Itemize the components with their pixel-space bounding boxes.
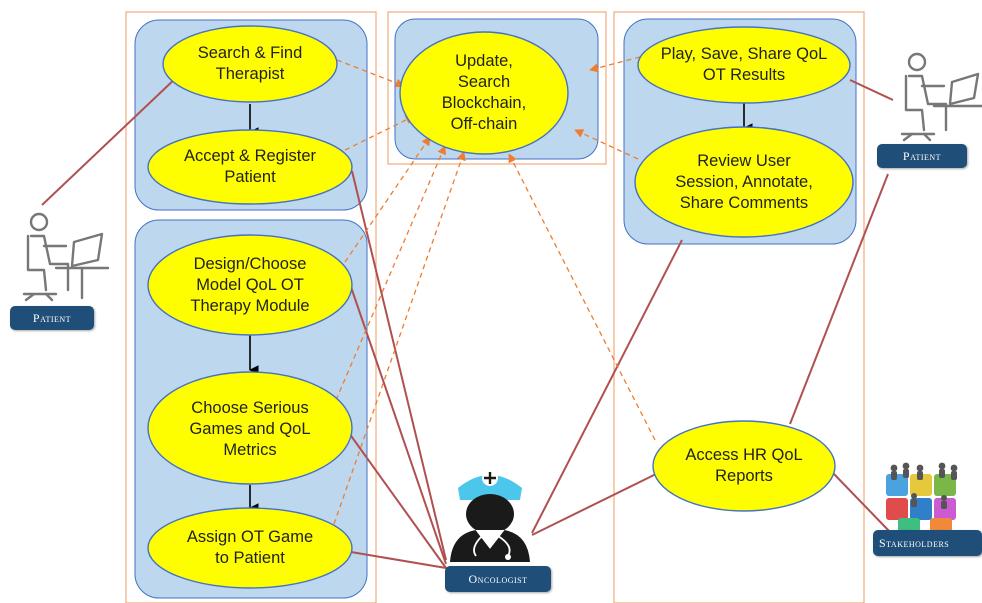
actor-oncologist-label: Oncologist bbox=[468, 571, 528, 586]
actor-stakeholders-label: Stakeholders bbox=[879, 535, 950, 550]
ellipse-accept-register[interactable] bbox=[147, 129, 353, 205]
dashed-games-update bbox=[335, 145, 446, 401]
ellipse-review-session[interactable] bbox=[634, 126, 854, 238]
use-case-search-find-therapist[interactable]: Search & Find Therapist bbox=[197, 44, 303, 83]
ellipse-update-blockchain[interactable] bbox=[399, 31, 569, 155]
connector-hr-patient-right bbox=[789, 173, 889, 425]
use-case-accept-register-patient[interactable]: Accept & Register Patient bbox=[183, 147, 317, 186]
person-at-computer-icon bbox=[900, 52, 982, 142]
connector-hr-oncologist bbox=[531, 473, 657, 536]
use-case-access-hr-reports[interactable]: Access HR QoL Reports bbox=[685, 446, 803, 485]
use-case-ellipses bbox=[147, 25, 854, 589]
connector-play-patient-right bbox=[849, 79, 894, 101]
lane-center bbox=[387, 11, 607, 165]
use-case-design-choose-module[interactable]: Design/Choose Model QoL OT Therapy Modul… bbox=[190, 254, 310, 315]
person-at-computer-icon bbox=[22, 212, 110, 302]
connector-accept-oncologist bbox=[351, 170, 447, 561]
ellipse-design-module[interactable] bbox=[147, 234, 353, 336]
dashed-design-update bbox=[344, 136, 431, 263]
connector-design-oncologist bbox=[350, 286, 447, 565]
actor-stakeholders-badge: Stakeholders bbox=[873, 530, 982, 556]
connector-review-oncologist bbox=[531, 239, 683, 534]
dashed-review-update bbox=[574, 129, 639, 160]
actor-patient-left-label: Patient bbox=[32, 310, 72, 325]
ellipse-play-save-share[interactable] bbox=[637, 26, 851, 104]
dashed-accept-update bbox=[344, 115, 415, 151]
actor-patient-right-label: Patient bbox=[902, 148, 942, 163]
connector-assign-oncologist bbox=[350, 551, 447, 569]
puzzle-team-icon bbox=[886, 462, 958, 532]
use-case-play-save-share[interactable]: Play, Save, Share QoL OT Results bbox=[660, 45, 828, 84]
dashed-search-update bbox=[336, 59, 405, 88]
actor-oncologist-badge: Oncologist bbox=[445, 566, 551, 592]
use-case-update-blockchain[interactable]: Update, Search Blockchain, Off-chain bbox=[441, 52, 527, 133]
use-case-review-user-session[interactable]: Review User Session, Annotate, Share Com… bbox=[675, 151, 813, 212]
ellipse-assign-game[interactable] bbox=[147, 507, 353, 589]
use-case-assign-ot-game[interactable]: Assign OT Game to Patient bbox=[186, 528, 314, 567]
use-case-choose-serious-games[interactable]: Choose Serious Games and QoL Metrics bbox=[189, 398, 311, 459]
ellipse-serious-games[interactable] bbox=[147, 371, 353, 485]
lane-right bbox=[613, 11, 865, 603]
connector-patient-left-search bbox=[41, 75, 179, 206]
doctor-icon bbox=[450, 470, 530, 562]
connector-hr-stakeholders bbox=[832, 472, 891, 533]
dashed-assign-update bbox=[333, 151, 466, 525]
ellipse-search-find-therapist[interactable] bbox=[162, 25, 338, 103]
dashed-connectors bbox=[333, 56, 656, 525]
solid-connectors bbox=[41, 75, 894, 569]
connector-games-oncologist bbox=[348, 432, 447, 569]
ellipse-access-hr[interactable] bbox=[652, 420, 836, 512]
flow-arrows bbox=[249, 103, 753, 513]
actor-patient-left-badge: Patient bbox=[10, 306, 94, 330]
actor-patient-right-badge: Patient bbox=[877, 144, 967, 168]
